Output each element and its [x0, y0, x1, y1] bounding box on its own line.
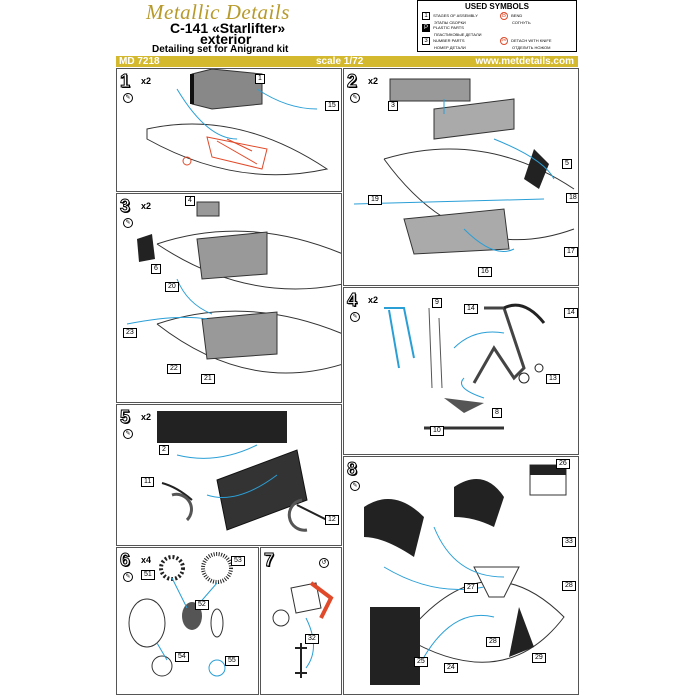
part-callout: 22: [167, 364, 181, 374]
info-banner: MD 7218 scale 1/72 www.metdetails.com: [116, 56, 578, 67]
assembly-drawing: [353, 78, 575, 255]
part-callout: 51: [141, 570, 155, 580]
multiplier: x2: [141, 76, 152, 86]
step-panel-7: 7 ↺ 32: [260, 547, 342, 695]
multiplier: x2: [141, 412, 152, 422]
part-callout: 5: [562, 159, 572, 169]
assembly-drawing: [384, 303, 546, 430]
part-callout: 14: [464, 304, 478, 314]
product-code: MD 7218: [119, 56, 160, 67]
bend-icon: ↺: [319, 558, 329, 568]
step-number: 5: [120, 407, 131, 428]
part-callout: 8: [492, 408, 502, 418]
part-callout: 23: [123, 328, 137, 338]
step-panel-8: 8 ✎ 26 33 27 28 25 24 28 29: [343, 456, 579, 695]
assembly-drawing: [364, 464, 567, 685]
part-callout: 24: [444, 663, 458, 673]
part-callout: 2: [159, 445, 169, 455]
detailing-line: Detailing set for Anigrand kit: [152, 44, 289, 55]
part-callout: 54: [175, 652, 189, 662]
part-callout: 17: [564, 247, 578, 257]
tool-icon: ✎: [123, 429, 133, 439]
assembly-drawing: [157, 411, 328, 532]
symbol-bend: B BEND СОГНУТЬ: [500, 12, 531, 25]
part-callout: 4: [185, 196, 195, 206]
multiplier: x4: [141, 555, 152, 565]
step-number: 8: [347, 459, 358, 480]
step-number: 4: [347, 290, 358, 311]
part-callout: 33: [562, 537, 576, 547]
plastic-parts-icon: P: [422, 24, 430, 32]
tool-icon: ✎: [350, 312, 360, 322]
header: Metallic Details C-141 «Starlifter» exte…: [108, 0, 578, 56]
part-callout: 14: [564, 308, 578, 318]
symbols-title: USED SYMBOLS: [464, 2, 529, 11]
part-callout: 26: [556, 459, 570, 469]
part-callout: 12: [325, 515, 339, 525]
part-callout: 6: [151, 264, 161, 274]
tool-icon: ✎: [350, 93, 360, 103]
step-panel-5: 5 x2 ✎ 2 11 12: [116, 404, 342, 546]
part-callout: 52: [195, 600, 209, 610]
multiplier: x2: [368, 295, 379, 305]
number-parts-icon: 3: [422, 37, 430, 45]
symbol-stages: 1 STAGES OF ASSEMBLY ЭТАПЫ СБОРКИ: [422, 12, 478, 25]
part-callout: 15: [325, 101, 339, 111]
part-callout: 16: [478, 267, 492, 277]
step-number: 7: [264, 550, 275, 571]
brand-logo: Metallic Details: [146, 0, 290, 24]
part-callout: 9: [432, 298, 442, 308]
part-callout: 11: [141, 477, 155, 487]
assembly-drawing: [126, 201, 341, 374]
part-callout: 20: [165, 282, 179, 292]
part-callout: 10: [430, 426, 444, 436]
step-panel-2: 2 x2 ✎ 3 5 19 18 17 16: [343, 68, 579, 286]
part-callout: 28: [486, 637, 500, 647]
tool-icon: ✎: [123, 572, 133, 582]
part-callout: 13: [546, 374, 560, 384]
step-panel-4: 4 x2 ✎ 9 14 14 13 8 10: [343, 287, 579, 455]
part-callout: 53: [231, 556, 245, 566]
step-number: 3: [120, 196, 131, 217]
part-callout: 55: [225, 656, 239, 666]
step-number: 1: [120, 71, 131, 92]
part-callout: 21: [201, 374, 215, 384]
step-number: 2: [347, 71, 358, 92]
symbol-plastic: P PLASTIC PARTS ПЛАСТИКОВЫЕ ДЕТАЛИ: [422, 24, 482, 37]
assembly-drawing: [128, 552, 233, 677]
step-panel-6: 6 x4 ✎ 51 53 52 54 55: [116, 547, 259, 695]
website-url[interactable]: www.metdetails.com: [475, 56, 574, 67]
used-symbols-box: USED SYMBOLS 1 STAGES OF ASSEMBLY ЭТАПЫ …: [417, 0, 577, 52]
tool-icon: ✎: [123, 93, 133, 103]
assembly-drawing: [272, 581, 334, 678]
assembly-drawing: [146, 69, 329, 176]
tool-icon: ✎: [123, 218, 133, 228]
step-panel-3: 3 x2 ✎ 4 6 20 23 22 21: [116, 193, 342, 403]
page-subtitle: exterior: [200, 31, 252, 47]
part-callout: 28: [562, 581, 576, 591]
step-number: 6: [120, 550, 131, 571]
part-callout: 27: [464, 583, 478, 593]
part-callout: 18: [566, 193, 578, 203]
step-panel-1: 1 x2 ✎ 1 15: [116, 68, 342, 192]
multiplier: x2: [141, 201, 152, 211]
part-callout: 25: [414, 657, 428, 667]
multiplier: x2: [368, 76, 379, 86]
stage-number-icon: 1: [422, 12, 430, 20]
part-callout: 29: [532, 653, 546, 663]
symbol-detach: ✂ DETACH WITH KNIFE ОТДЕЛИТЬ НОЖОМ: [500, 37, 552, 50]
symbol-number: 3 NUMBER PARTS НОМЕР ДЕТАЛИ: [422, 37, 466, 50]
part-callout: 3: [388, 101, 398, 111]
page-title: C-141 «Starlifter»: [170, 20, 286, 36]
scale-label: scale 1/72: [316, 56, 364, 67]
bend-icon: B: [500, 12, 508, 20]
part-callout: 19: [368, 195, 382, 205]
part-callout: 32: [305, 634, 319, 644]
tool-icon: ✎: [350, 481, 360, 491]
knife-icon: ✂: [500, 37, 508, 45]
part-callout: 1: [255, 74, 265, 84]
